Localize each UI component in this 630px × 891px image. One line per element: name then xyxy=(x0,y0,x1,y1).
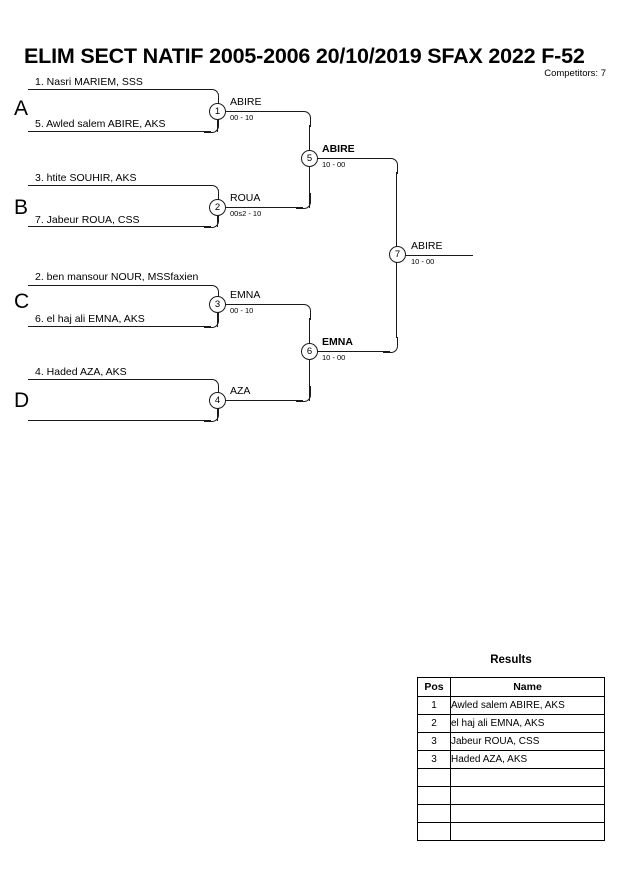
entry-rail-1 xyxy=(28,89,211,90)
match-score-3: 00 - 10 xyxy=(230,306,254,315)
table-row[interactable] xyxy=(417,804,605,823)
bracket-elbow-b-top xyxy=(204,185,219,201)
result-name xyxy=(450,804,605,823)
winner-rail-4 xyxy=(226,400,303,401)
table-row[interactable]: 2 el haj ali EMNA, AKS xyxy=(417,714,605,733)
match-winner-5: ABIRE xyxy=(322,143,355,155)
result-name xyxy=(450,822,605,841)
entry-label-2: 5. Awled salem ABIRE, AKS xyxy=(35,118,166,130)
result-pos: 3 xyxy=(417,750,451,769)
winner-rail-5 xyxy=(318,158,390,159)
winner-elbow-2 xyxy=(296,193,311,209)
winner-rail-3 xyxy=(226,304,303,305)
result-pos xyxy=(417,786,451,805)
entry-label-3: 3. htite SOUHIR, AKS xyxy=(35,172,137,184)
bracket-elbow-a-top xyxy=(204,89,219,105)
match-winner-4: AZA xyxy=(230,385,251,397)
result-pos: 3 xyxy=(417,732,451,751)
result-name: Awled salem ABIRE, AKS xyxy=(450,696,605,715)
results-title: Results xyxy=(490,654,532,666)
match-node-6[interactable]: 6 xyxy=(301,343,318,360)
final-elbow-top xyxy=(383,158,398,174)
results-header-row: Pos Name xyxy=(417,677,605,697)
result-name: Jabeur ROUA, CSS xyxy=(450,732,605,751)
result-name xyxy=(450,786,605,805)
entry-rail-6 xyxy=(28,326,211,327)
result-name: el haj ali EMNA, AKS xyxy=(450,714,605,733)
competitors-count: Competitors: 7 xyxy=(544,68,606,79)
bracket-vrail-c xyxy=(217,299,218,327)
result-pos xyxy=(417,768,451,787)
bracket-elbow-d-bottom xyxy=(204,406,219,422)
section-letter-d: D xyxy=(14,389,30,412)
winner-elbow-3 xyxy=(296,304,311,320)
match-node-2[interactable]: 2 xyxy=(209,199,226,216)
table-row[interactable] xyxy=(417,822,605,841)
bracket-elbow-b-bottom xyxy=(204,212,219,228)
entry-rail-2 xyxy=(28,131,211,132)
entry-rail-3 xyxy=(28,185,211,186)
result-name xyxy=(450,768,605,787)
match-winner-3: EMNA xyxy=(230,289,261,301)
match-winner-7: ABIRE xyxy=(411,240,443,252)
final-elbow-bottom xyxy=(383,337,398,353)
section-letter-a: A xyxy=(14,97,29,120)
bracket-elbow-c-bottom xyxy=(204,312,219,328)
bracket-elbow-c-top xyxy=(204,285,219,301)
winner-rail-2 xyxy=(226,207,303,208)
match-node-5[interactable]: 5 xyxy=(301,150,318,167)
bracket-elbow-d-top xyxy=(204,379,219,395)
match-score-5: 10 - 00 xyxy=(322,160,346,169)
winner-rail-1 xyxy=(226,111,303,112)
results-table: Pos Name 1 Awled salem ABIRE, AKS 2 el h… xyxy=(417,677,605,841)
entry-label-5: 2. ben mansour NOUR, MSSfaxien xyxy=(35,271,199,283)
match-winner-1: ABIRE xyxy=(230,96,262,108)
section-letter-b: B xyxy=(14,196,29,219)
result-pos xyxy=(417,822,451,841)
match-node-7[interactable]: 7 xyxy=(389,246,406,263)
result-pos: 1 xyxy=(417,696,451,715)
table-row[interactable] xyxy=(417,768,605,787)
match-score-2: 00s2 - 10 xyxy=(230,209,262,218)
entry-label-6: 6. el haj ali EMNA, AKS xyxy=(35,313,145,325)
table-row[interactable] xyxy=(417,786,605,805)
page-title: ELIM SECT NATIF 2005-2006 20/10/2019 SFA… xyxy=(24,44,585,68)
table-row[interactable]: 3 Haded AZA, AKS xyxy=(417,750,605,769)
entry-rail-5 xyxy=(28,285,211,286)
entry-label-1: 1. Nasri MARIEM, SSS xyxy=(35,76,143,88)
match-node-1[interactable]: 1 xyxy=(209,103,226,120)
entry-rail-4 xyxy=(28,226,211,227)
winner-elbow-4 xyxy=(296,386,311,402)
match-score-6: 10 - 00 xyxy=(322,353,346,362)
winner-rail-6 xyxy=(318,351,390,352)
section-letter-c: C xyxy=(14,290,30,313)
result-pos xyxy=(417,804,451,823)
entry-label-7: 4. Haded AZA, AKS xyxy=(35,366,127,378)
results-header-pos: Pos xyxy=(417,677,451,697)
match-node-3[interactable]: 3 xyxy=(209,296,226,313)
bracket-elbow-a-bottom xyxy=(204,117,219,133)
table-row[interactable]: 3 Jabeur ROUA, CSS xyxy=(417,732,605,751)
match-score-1: 00 - 10 xyxy=(230,113,254,122)
winner-elbow-1 xyxy=(296,111,311,127)
result-pos: 2 xyxy=(417,714,451,733)
champion-rail xyxy=(406,255,473,256)
results-header-name: Name xyxy=(450,677,605,697)
entry-label-4: 7. Jabeur ROUA, CSS xyxy=(35,214,140,226)
match-winner-6: EMNA xyxy=(322,336,353,348)
entry-rail-8 xyxy=(28,420,211,421)
table-row[interactable]: 1 Awled salem ABIRE, AKS xyxy=(417,696,605,715)
match-winner-2: ROUA xyxy=(230,192,261,204)
entry-rail-7 xyxy=(28,379,211,380)
match-node-4[interactable]: 4 xyxy=(209,392,226,409)
result-name: Haded AZA, AKS xyxy=(450,750,605,769)
match-score-7: 10 - 00 xyxy=(411,257,435,266)
